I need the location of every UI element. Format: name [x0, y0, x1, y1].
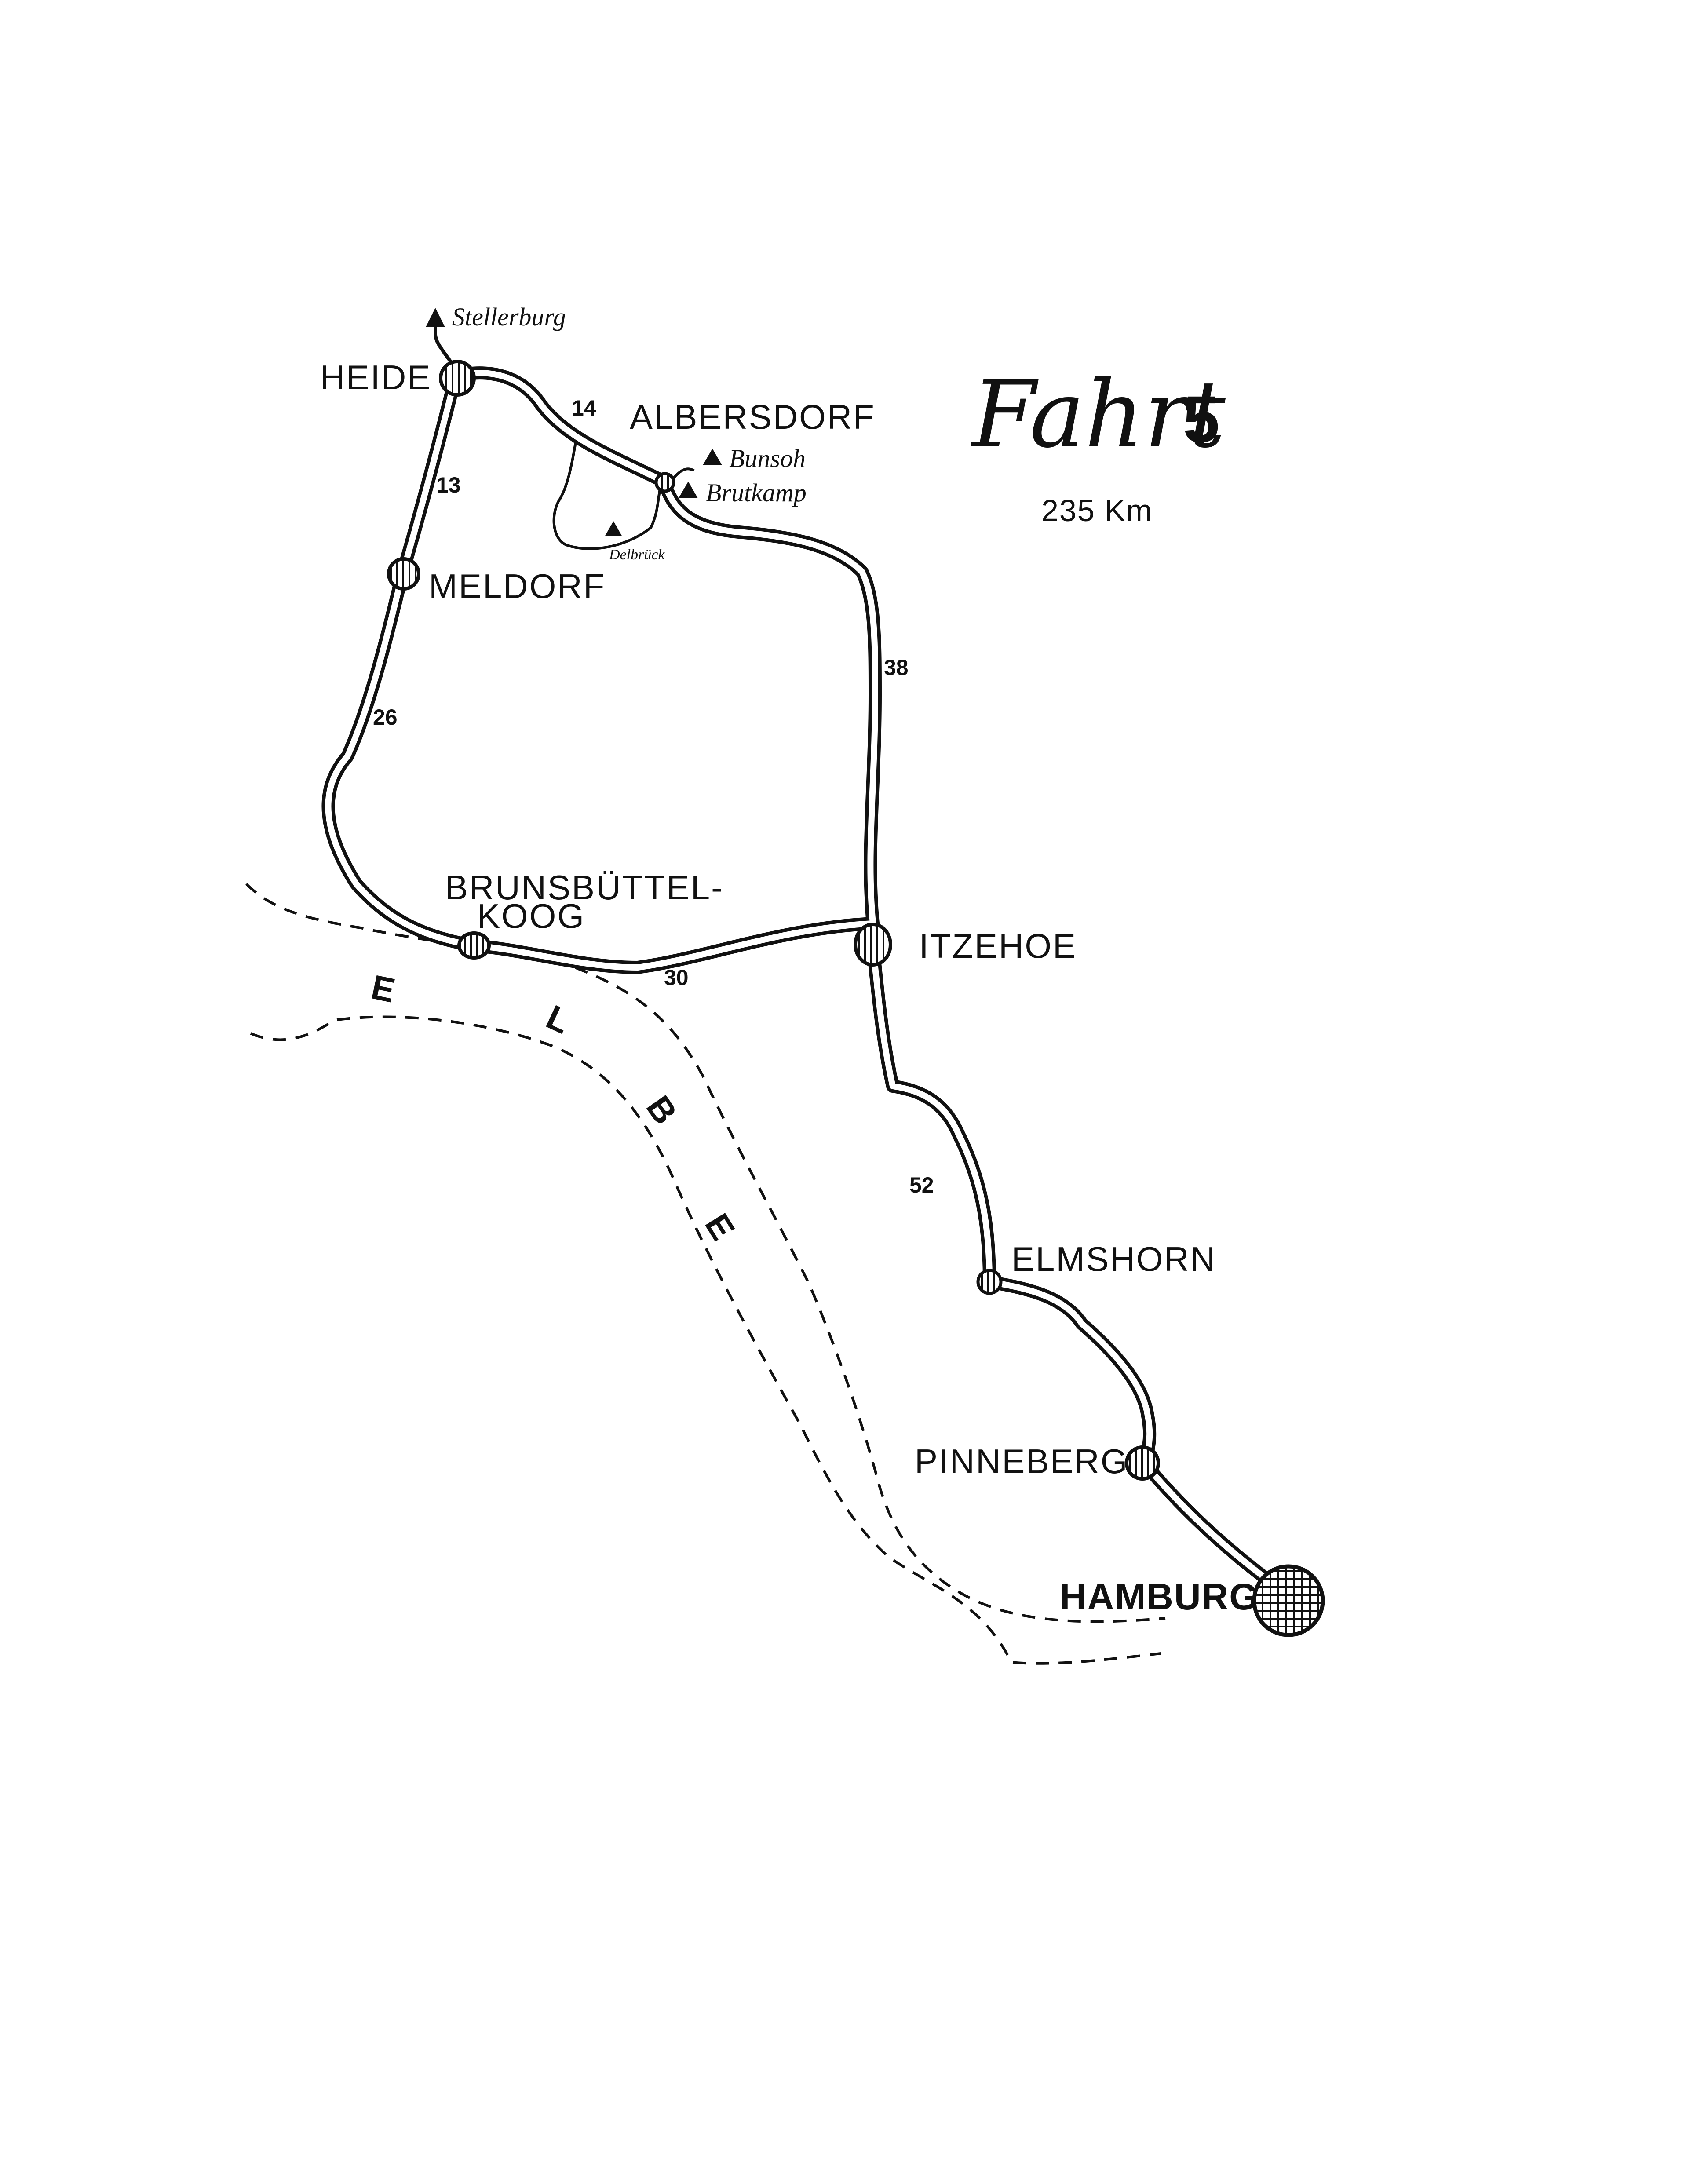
distance-heide-meldorf: 13	[436, 473, 461, 497]
elbe-south-bank	[250, 1015, 1161, 1665]
elbe-river	[245, 883, 1166, 1665]
brutkamp-marker-icon	[679, 482, 698, 498]
delbrueck-loop	[552, 439, 663, 550]
brunsbuettel-label-line2: KOOG	[477, 897, 585, 935]
tour-distance: 235 Km	[1041, 493, 1153, 528]
elbe-north-bank	[245, 883, 1166, 1623]
stellerburg-branch	[426, 308, 455, 366]
tour-number: 5	[1183, 382, 1219, 456]
elbe-letter-e1: E	[368, 967, 398, 1010]
albersdorf-town-icon	[654, 472, 675, 493]
stellerburg-marker-icon	[426, 308, 445, 327]
heide-town-icon	[439, 360, 476, 397]
road-network	[321, 366, 1291, 1598]
distance-heide-albersdorf: 14	[572, 396, 596, 420]
elbe-letter-e2: E	[697, 1207, 742, 1247]
brutkamp-label: Brutkamp	[706, 478, 807, 507]
albersdorf-label: ALBERSDORF	[630, 398, 876, 436]
hamburg-city-icon	[1252, 1564, 1325, 1637]
brunsbuettel-town-icon	[457, 931, 491, 960]
delbrueck-label: Delbrück	[609, 547, 665, 563]
distance-albersdorf-itzehoe: 38	[884, 655, 909, 680]
elmshorn-town-icon	[976, 1269, 1003, 1295]
delbrueck-marker-icon	[605, 521, 622, 536]
distance-brunsbuettel-itzehoe: 30	[664, 965, 689, 990]
elbe-letter-b: B	[639, 1089, 685, 1131]
tour-title: Fahrt	[970, 361, 1226, 468]
distance-itzehoe-elmshorn: 52	[909, 1173, 934, 1197]
bunsoh-marker-icon	[703, 449, 722, 465]
brunsbuettel-label-line1: BRUNSBÜTTEL-	[445, 868, 724, 907]
bunsoh-label: Bunsoh	[729, 444, 806, 473]
meldorf-label: MELDORF	[429, 567, 606, 606]
pinneberg-town-icon	[1125, 1445, 1160, 1481]
hamburg-label: HAMBURG	[1060, 1576, 1259, 1617]
itzehoe-label: ITZEHOE	[919, 927, 1077, 965]
meldorf-town-icon	[387, 557, 420, 591]
heide-label: HEIDE	[320, 358, 431, 397]
distance-meldorf-brunsbuettel: 26	[373, 705, 398, 730]
elmshorn-label: ELMSHORN	[1011, 1240, 1216, 1278]
stellerburg-label: Stellerburg	[452, 303, 566, 331]
pinneberg-label: PINNEBERG	[915, 1442, 1128, 1481]
itzehoe-town-icon	[854, 923, 892, 967]
elbe-letter-l: L	[541, 997, 576, 1041]
